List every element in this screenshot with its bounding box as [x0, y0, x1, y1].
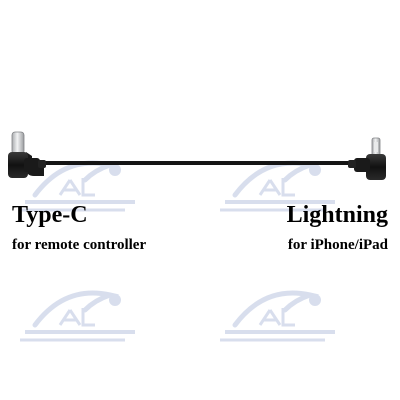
lightning-connector-icon — [348, 137, 386, 180]
watermark-logo-icon — [220, 290, 335, 342]
type-c-connector-icon — [8, 131, 46, 178]
left-connector-subtitle: for remote controller — [12, 237, 147, 253]
left-connector-title: Type-C — [12, 202, 88, 228]
right-connector-subtitle: for iPhone/iPad — [287, 237, 388, 253]
watermark-logo-icon — [20, 290, 135, 342]
right-connector-title: Lightning — [286, 202, 388, 228]
